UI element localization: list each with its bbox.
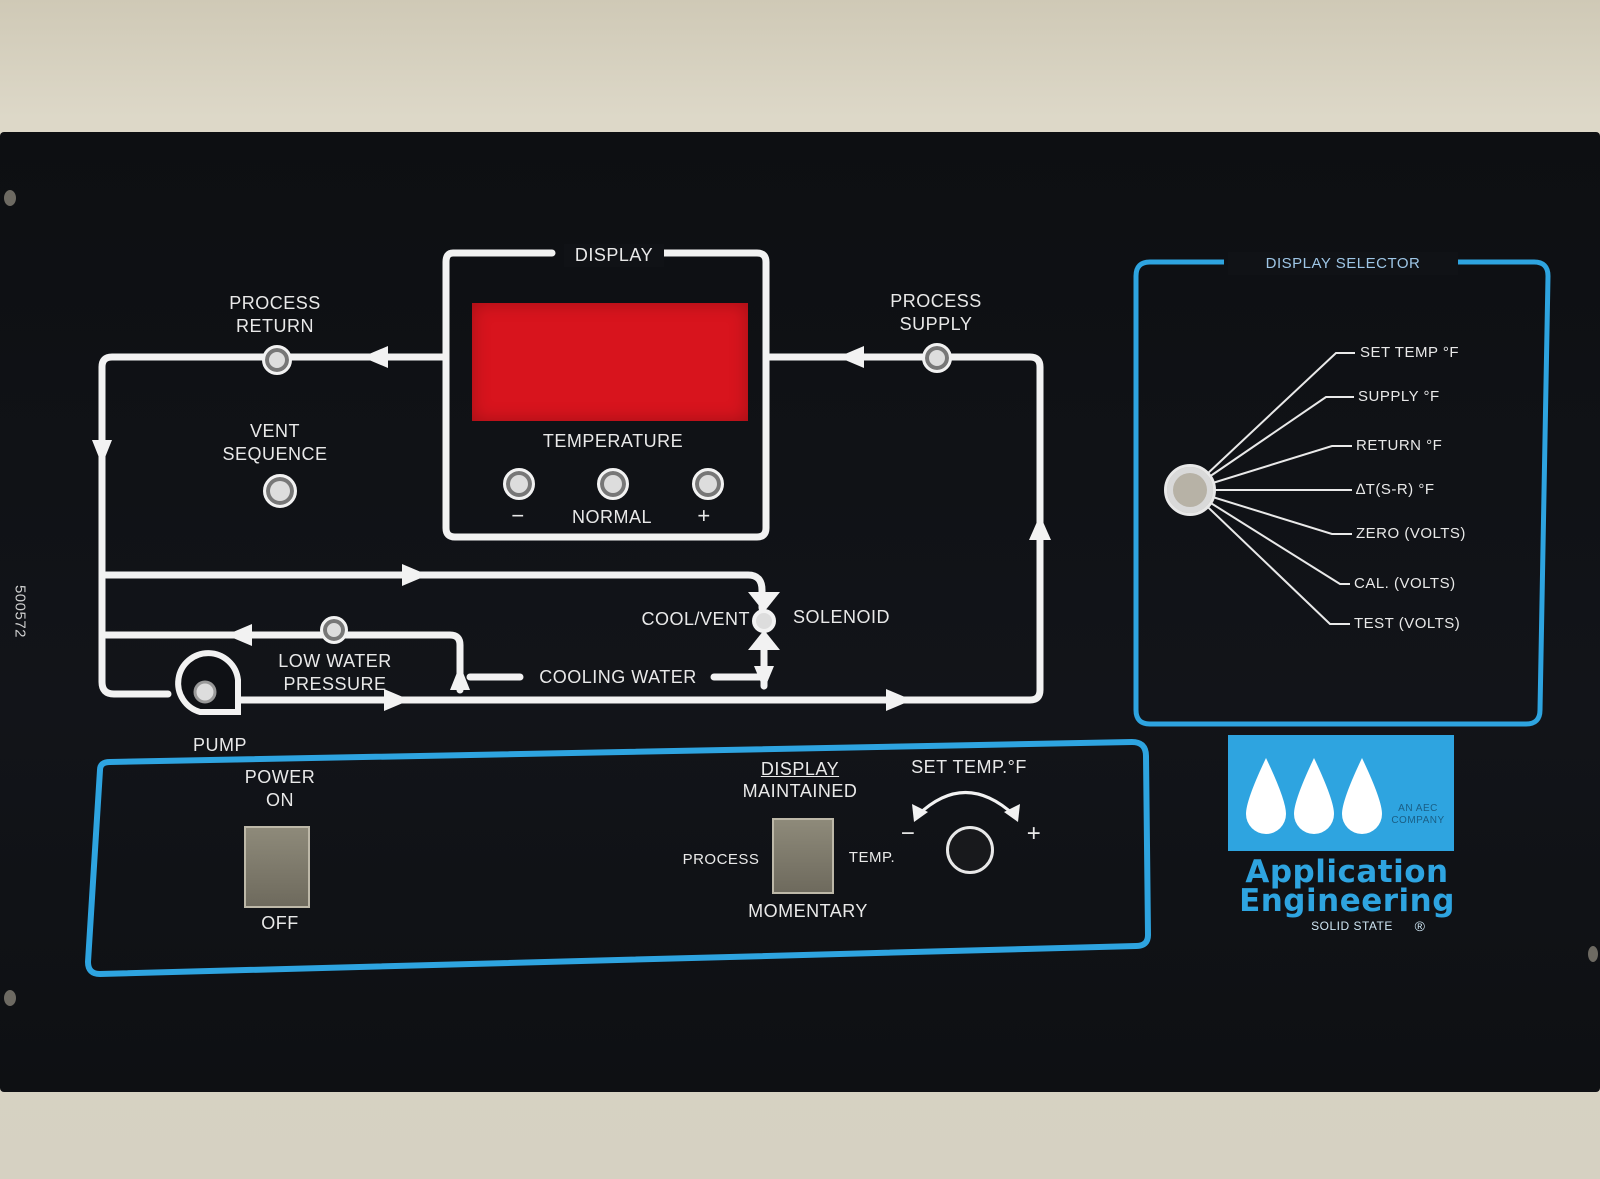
selector-position-2: SUPPLY °F (1358, 388, 1440, 405)
logo-name-line-2: Engineering (1239, 883, 1455, 919)
selector-position-6: CAL. (VOLTS) (1354, 575, 1456, 592)
set-temp-plus-label: + (1026, 820, 1042, 847)
process-supply-label-2: SUPPLY (899, 314, 973, 334)
power-on-label: ON (266, 790, 294, 810)
plus-button[interactable] (692, 468, 724, 500)
control-frame (84, 738, 1152, 978)
set-temp-minus-label: − (900, 820, 916, 847)
company-tag-1: AN AEC (1398, 803, 1438, 814)
company-tag-2: COMPANY (1391, 815, 1445, 826)
company-logo (1228, 735, 1454, 851)
cool-vent-label: COOL/VENT (641, 609, 750, 629)
momentary-label: MOMENTARY (748, 901, 868, 921)
normal-button[interactable] (597, 468, 629, 500)
display-switch-label: DISPLAY (760, 759, 840, 779)
mounting-hole (1588, 946, 1598, 962)
mounting-hole (4, 190, 16, 206)
process-supply-indicator (922, 343, 952, 373)
selector-position-5: ZERO (VOLTS) (1356, 525, 1466, 542)
pump-label: PUMP (192, 735, 247, 755)
display-selector-title: DISPLAY SELECTOR (1228, 252, 1458, 275)
solenoid-valve-icon (752, 609, 776, 633)
low-water-label-2: PRESSURE (283, 674, 387, 694)
logo-name-line-1: Application (1245, 854, 1449, 890)
temperature-readout (472, 303, 748, 421)
selector-position-7: TEST (VOLTS) (1354, 615, 1461, 632)
vent-sequence-label-2: SEQUENCE (222, 444, 328, 464)
registered-mark: ® (1414, 918, 1426, 934)
minus-label: − (511, 503, 525, 528)
selector-position-4: ∆T(S-R) °F (1356, 481, 1435, 498)
power-switch[interactable] (244, 826, 310, 908)
process-return-indicator (262, 345, 292, 375)
maintained-label: MAINTAINED (742, 781, 858, 801)
display-selector-knob[interactable] (1164, 464, 1216, 516)
control-panel (0, 132, 1600, 1092)
solid-state-label: SOLID STATE (1311, 919, 1393, 933)
pump-icon (175, 650, 241, 715)
selector-position-3: RETURN °F (1356, 437, 1443, 454)
vent-sequence-button[interactable] (263, 474, 297, 508)
solenoid-label: SOLENOID (793, 607, 891, 627)
display-selector-frame (1133, 259, 1551, 727)
power-label: POWER (244, 767, 316, 787)
normal-label: NORMAL (571, 507, 652, 527)
plus-label: + (697, 503, 711, 528)
set-temp-knob[interactable] (946, 826, 994, 874)
display-frame (442, 249, 770, 541)
low-water-label-1: LOW WATER (278, 651, 392, 671)
minus-button[interactable] (503, 468, 535, 500)
vent-sequence-label-1: VENT (249, 421, 300, 441)
temperature-label: TEMPERATURE (542, 431, 684, 451)
temp-label: TEMP. (848, 849, 896, 866)
cooling-water-label: COOLING WATER (539, 667, 697, 687)
part-number: 500572 (11, 584, 29, 639)
process-return-label-1: PROCESS (229, 293, 321, 313)
display-title: DISPLAY (564, 244, 664, 267)
set-temp-label: SET TEMP.°F (911, 757, 1027, 777)
process-label: PROCESS (682, 851, 760, 868)
process-supply-label-1: PROCESS (890, 291, 982, 311)
process-return-label-2: RETURN (236, 316, 314, 336)
mounting-hole (4, 990, 16, 1006)
display-mode-switch[interactable] (772, 818, 834, 894)
power-off-label: OFF (261, 913, 299, 933)
low-water-pressure-indicator (320, 616, 348, 644)
selector-position-1: SET TEMP °F (1360, 344, 1460, 361)
